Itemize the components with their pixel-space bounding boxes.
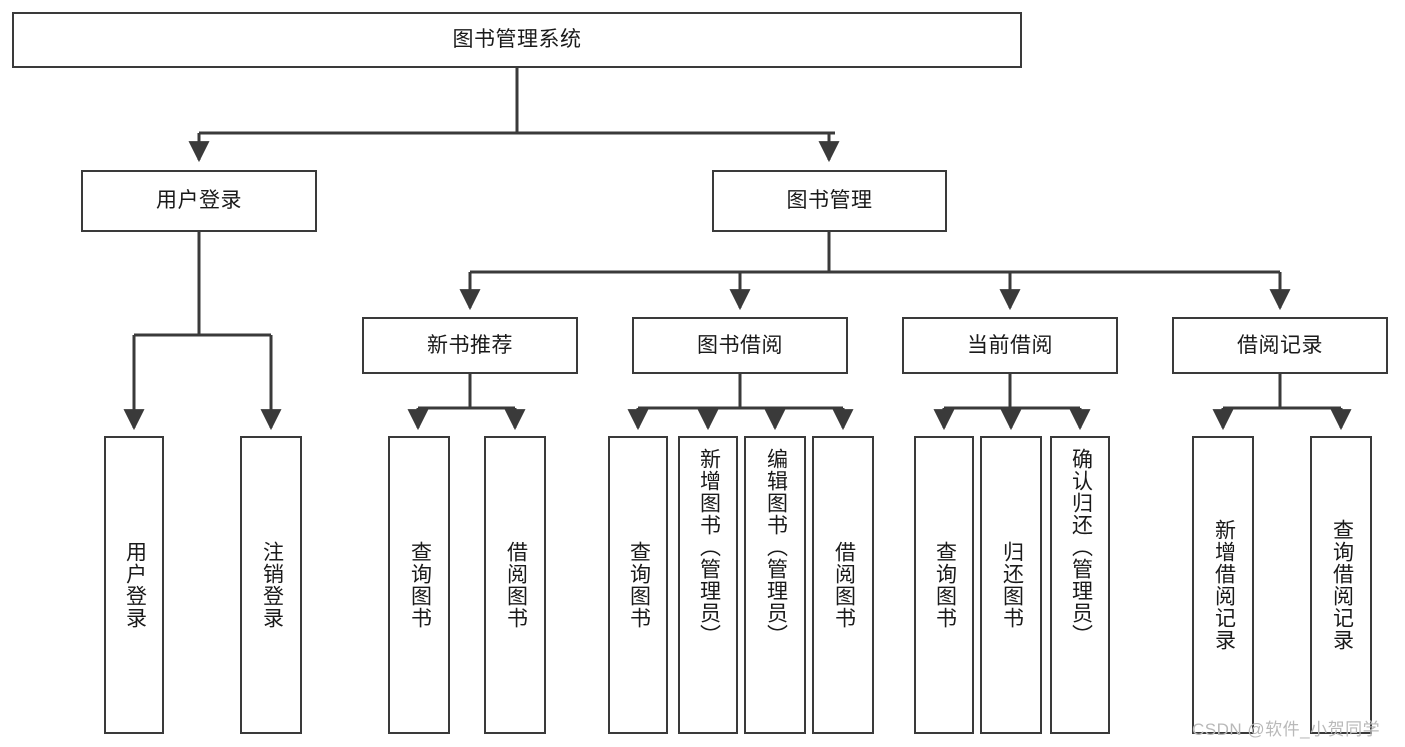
node-label: 当前借阅 <box>967 333 1053 357</box>
node-leaf-return-book[interactable]: 归还图书 <box>980 436 1042 734</box>
node-label: 借阅图书 <box>504 541 528 629</box>
node-leaf-edit-book[interactable]: 编辑图书（管理员） <box>744 436 806 734</box>
node-leaf-query-book-2[interactable]: 查询图书 <box>608 436 668 734</box>
node-borrow-record[interactable]: 借阅记录 <box>1172 317 1388 374</box>
node-label: 图书管理 <box>786 189 873 213</box>
node-label: 确认归还（管理员） <box>1069 448 1093 646</box>
node-book-borrow[interactable]: 图书借阅 <box>632 317 848 374</box>
node-label: 用户登录 <box>156 189 242 213</box>
node-label: 图书借阅 <box>697 333 783 357</box>
node-label: 查询图书 <box>408 541 432 629</box>
node-title-root[interactable]: 图书管理系统 <box>12 12 1022 68</box>
node-leaf-confirm-return[interactable]: 确认归还（管理员） <box>1050 436 1110 734</box>
node-label: 查询图书 <box>933 541 957 629</box>
node-label: 新增图书（管理员） <box>697 448 721 646</box>
node-leaf-borrow-book-1[interactable]: 借阅图书 <box>484 436 546 734</box>
node-label: 用户登录 <box>123 541 147 629</box>
node-label: 编辑图书（管理员） <box>764 448 788 646</box>
node-leaf-logout[interactable]: 注销登录 <box>240 436 302 734</box>
node-leaf-add-borrow-record[interactable]: 新增借阅记录 <box>1192 436 1254 734</box>
node-label: 借阅记录 <box>1237 333 1323 357</box>
node-label: 查询借阅记录 <box>1330 519 1354 651</box>
node-leaf-borrow-book-2[interactable]: 借阅图书 <box>812 436 874 734</box>
node-book-management[interactable]: 图书管理 <box>712 170 947 232</box>
node-leaf-user-login[interactable]: 用户登录 <box>104 436 164 734</box>
node-label: 新增借阅记录 <box>1212 519 1236 651</box>
node-current-borrow[interactable]: 当前借阅 <box>902 317 1118 374</box>
node-label: 注销登录 <box>260 541 284 629</box>
node-leaf-add-book[interactable]: 新增图书（管理员） <box>678 436 738 734</box>
node-leaf-query-borrow-record[interactable]: 查询借阅记录 <box>1310 436 1372 734</box>
node-label: 借阅图书 <box>832 541 856 629</box>
node-label: 归还图书 <box>1000 541 1024 629</box>
node-leaf-query-book-1[interactable]: 查询图书 <box>388 436 450 734</box>
watermark-text: CSDN @软件_小贺同学 <box>1192 720 1381 739</box>
node-new-book-recommend[interactable]: 新书推荐 <box>362 317 578 374</box>
node-user-login[interactable]: 用户登录 <box>81 170 317 232</box>
node-label: 查询图书 <box>627 541 651 629</box>
node-label: 图书管理系统 <box>452 28 582 52</box>
node-label: 新书推荐 <box>427 333 513 357</box>
node-leaf-query-book-3[interactable]: 查询图书 <box>914 436 974 734</box>
